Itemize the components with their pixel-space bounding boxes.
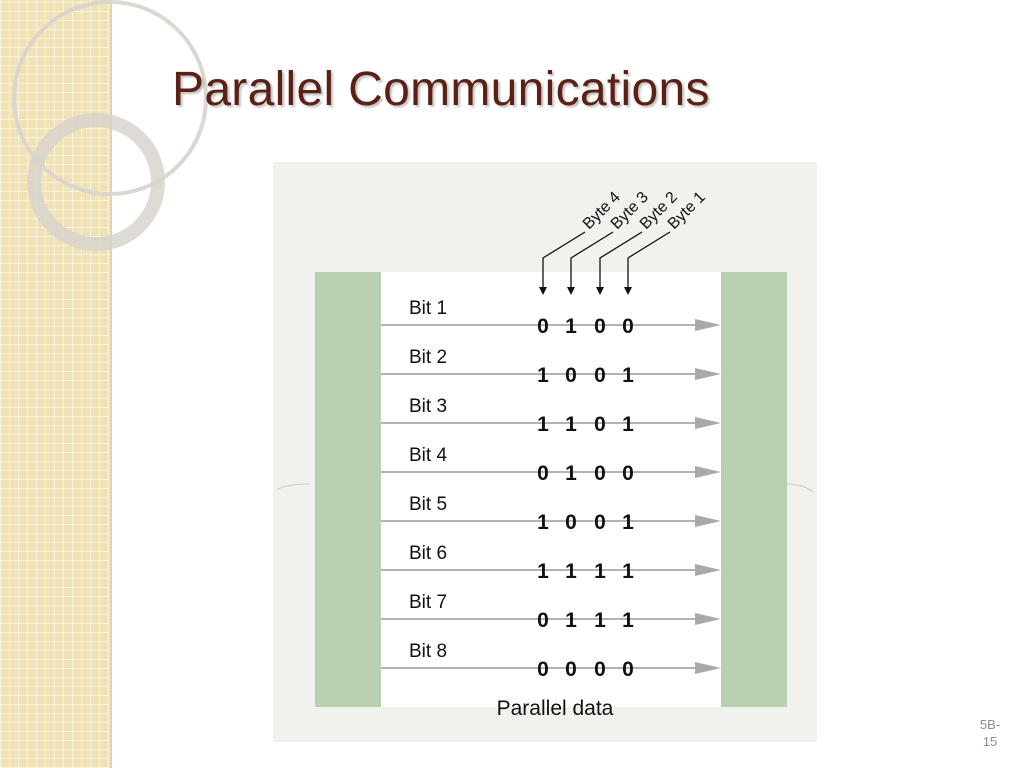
slide-title: Parallel Communications [172,63,710,116]
bit-value: 1 [537,413,549,436]
byte-pointer-line [599,231,643,287]
bit-value: 0 [594,462,606,485]
bit-label: Bit 8 [409,641,447,662]
bit-value: 0 [594,364,606,387]
bit-label: Bit 5 [409,494,447,515]
bit-value: 1 [537,560,549,583]
arrow-head [695,564,721,576]
bit-value: 1 [622,511,634,534]
bit-value: 0 [594,511,606,534]
faint-curve-left [276,483,310,491]
page-number: 5B- 15 [968,716,1012,750]
bit-value: 1 [622,560,634,583]
bit-value: 0 [594,658,606,681]
decorative-sidebar [0,0,112,768]
arrow-head [695,662,721,674]
bit-value: 0 [594,413,606,436]
byte-pointer-arrow [539,287,547,295]
bit-value: 0 [537,658,549,681]
bit-label: Bit 7 [409,592,447,613]
diagram-caption: Parallel data [497,697,614,720]
bit-value: 0 [622,315,634,338]
arrow-head [695,417,721,429]
byte-pointer-arrow [567,287,575,295]
arrow-head [695,319,721,331]
bit-value: 1 [565,609,577,632]
bit-value: 1 [622,364,634,387]
bit-value: 1 [622,413,634,436]
arrow-head [695,466,721,478]
bit-value: 1 [537,364,549,387]
page-number-line-2: 15 [982,734,998,749]
arrow-head [695,613,721,625]
channel-area [381,272,721,707]
bit-value: 1 [565,413,577,436]
arrow-head [695,368,721,380]
bit-label: Bit 6 [409,543,447,564]
byte-pointer-arrow [596,287,604,295]
bit-value: 0 [622,462,634,485]
receiver-block [721,272,787,707]
sender-block [315,272,381,707]
bit-value: 0 [565,364,577,387]
bit-value: 1 [565,560,577,583]
byte-pointers [539,231,671,295]
bit-value: 0 [537,462,549,485]
bit-value: 0 [537,315,549,338]
page-number-line-1: 5B- [979,717,1001,732]
bit-label: Bit 1 [409,298,447,319]
byte-pointer-line [627,231,671,287]
bit-value: 1 [565,462,577,485]
byte-pointer-line [542,231,586,287]
bit-value: 0 [537,609,549,632]
bit-label: Bit 3 [409,396,447,417]
bit-label: Bit 2 [409,347,447,368]
bit-value: 0 [565,511,577,534]
bit-value: 1 [565,315,577,338]
bit-value: 0 [622,658,634,681]
bit-value: 0 [594,315,606,338]
bit-value: 1 [594,609,606,632]
bit-value: 0 [565,658,577,681]
sidebar-edge [110,0,112,768]
bit-value: 1 [537,511,549,534]
byte-pointer-line [570,231,614,287]
arrow-head [695,515,721,527]
faint-curve-right [786,483,814,493]
bit-value: 1 [622,609,634,632]
bit-lines [381,319,721,674]
bit-label: Bit 4 [409,445,447,466]
byte-pointer-arrow [624,287,632,295]
bit-labels: Bit 1 Bit 2 Bit 3 Bit 4 Bit 5 Bit 6 Bit 7 Bit 8 [409,298,447,662]
bit-value: 1 [594,560,606,583]
